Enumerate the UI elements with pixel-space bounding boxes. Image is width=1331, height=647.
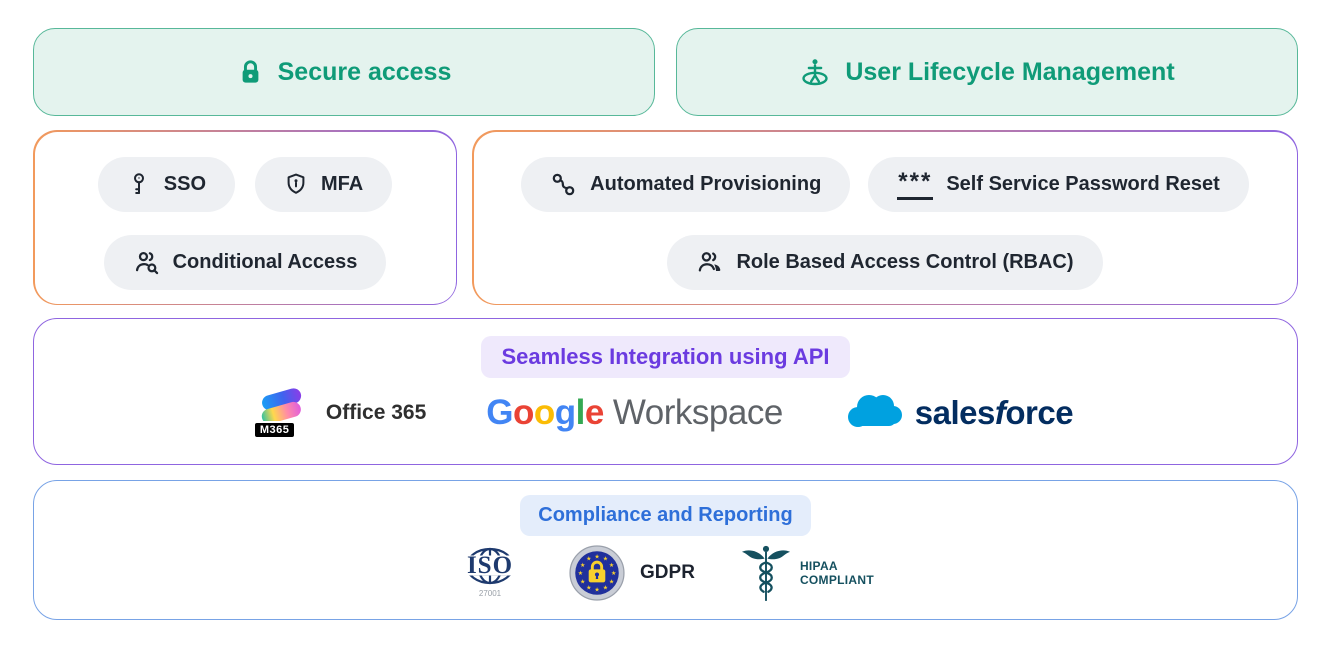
workspace-label: Workspace [612, 393, 783, 432]
m365-badge: M365 [252, 421, 297, 439]
google-logo-letters: Google [486, 393, 604, 432]
user-lifecycle-card: User Lifecycle Management [676, 28, 1298, 116]
m365-ribbon-icon [261, 388, 301, 424]
gdpr-seal-icon: ★★★ ★★★ ★★★ ★★★ [569, 545, 625, 601]
password-reset-pill: *** Self Service Password Reset [868, 156, 1249, 212]
integration-box: Seamless Integration using API [33, 318, 1298, 465]
conditional-access-pill: Conditional Access [103, 234, 387, 290]
office365-logo: M365 Office 365 [252, 387, 427, 439]
hipaa-label: HIPAA COMPLIANT [799, 558, 874, 587]
iso-logo: ISO 27001 [457, 543, 523, 603]
svg-text:★: ★ [603, 584, 608, 591]
compliance-badge: Compliance and Reporting [520, 495, 811, 536]
salesforce-cloud-icon [847, 395, 902, 427]
lifecycle-box: Automated Provisioning *** Self Service … [472, 130, 1298, 305]
workflow-icon [552, 173, 575, 195]
iso-label: ISO [467, 552, 513, 579]
iso-sub-label: 27001 [479, 589, 502, 598]
rbac-pill: Role Based Access Control (RBAC) [667, 234, 1103, 290]
user-search-icon [135, 251, 158, 274]
svg-text:★: ★ [586, 556, 591, 563]
svg-text:★: ★ [594, 587, 599, 594]
hipaa-logo: HIPAA COMPLIANT [741, 543, 874, 603]
conditional-access-label: Conditional Access [172, 250, 358, 273]
key-icon [133, 173, 144, 194]
svg-text:★: ★ [611, 570, 616, 577]
secure-access-card: Secure access [33, 28, 655, 116]
person-lifecycle-icon [802, 59, 829, 86]
svg-text:★: ★ [578, 570, 583, 577]
automated-provisioning-pill: Automated Provisioning [521, 156, 851, 212]
svg-text:★: ★ [603, 556, 608, 563]
office365-label: Office 365 [325, 401, 427, 424]
asterisks-icon: *** [897, 169, 934, 200]
mfa-label: MFA [321, 172, 364, 195]
rbac-label: Role Based Access Control (RBAC) [736, 250, 1074, 273]
password-reset-label: Self Service Password Reset [946, 172, 1220, 195]
salesforce-label: salesforce [914, 394, 1074, 431]
salesforce-logo: salesforce [843, 392, 1074, 434]
lock-icon [242, 59, 258, 83]
secure-access-label: Secure access [277, 57, 452, 86]
shield-icon [287, 173, 305, 194]
user-lifecycle-label: User Lifecycle Management [845, 57, 1175, 86]
integration-badge: Seamless Integration using API [481, 336, 850, 378]
svg-text:★: ★ [609, 562, 614, 569]
svg-text:★: ★ [580, 562, 585, 569]
svg-text:★: ★ [594, 553, 599, 560]
gdpr-logo: ★★★ ★★★ ★★★ ★★★ GDPR [569, 545, 695, 601]
features-row: SSO MFA [33, 130, 1298, 305]
compliance-logos: ISO 27001 ★★★ ★★★ ★★★ ★★★ [457, 543, 874, 603]
integration-logos: M365 Office 365 Google Workspace [252, 387, 1074, 439]
header-row: Secure access User Lifecycle Management [33, 28, 1298, 116]
sso-label: SSO [163, 172, 207, 195]
iso-globe-icon: ISO 27001 [462, 547, 519, 598]
svg-text:★: ★ [580, 578, 585, 585]
gdpr-label: GDPR [640, 562, 695, 583]
svg-text:★: ★ [609, 578, 614, 585]
compliance-box: Compliance and Reporting ISO 27001 [33, 480, 1298, 620]
mfa-pill: MFA [255, 156, 393, 212]
caduceus-icon [741, 545, 790, 601]
users-icon [699, 251, 721, 271]
secure-access-box: SSO MFA [33, 130, 457, 305]
google-workspace-logo: Google Workspace [486, 393, 783, 433]
sso-pill: SSO [97, 156, 236, 212]
automated-provisioning-label: Automated Provisioning [590, 172, 822, 195]
svg-text:★: ★ [586, 584, 591, 591]
